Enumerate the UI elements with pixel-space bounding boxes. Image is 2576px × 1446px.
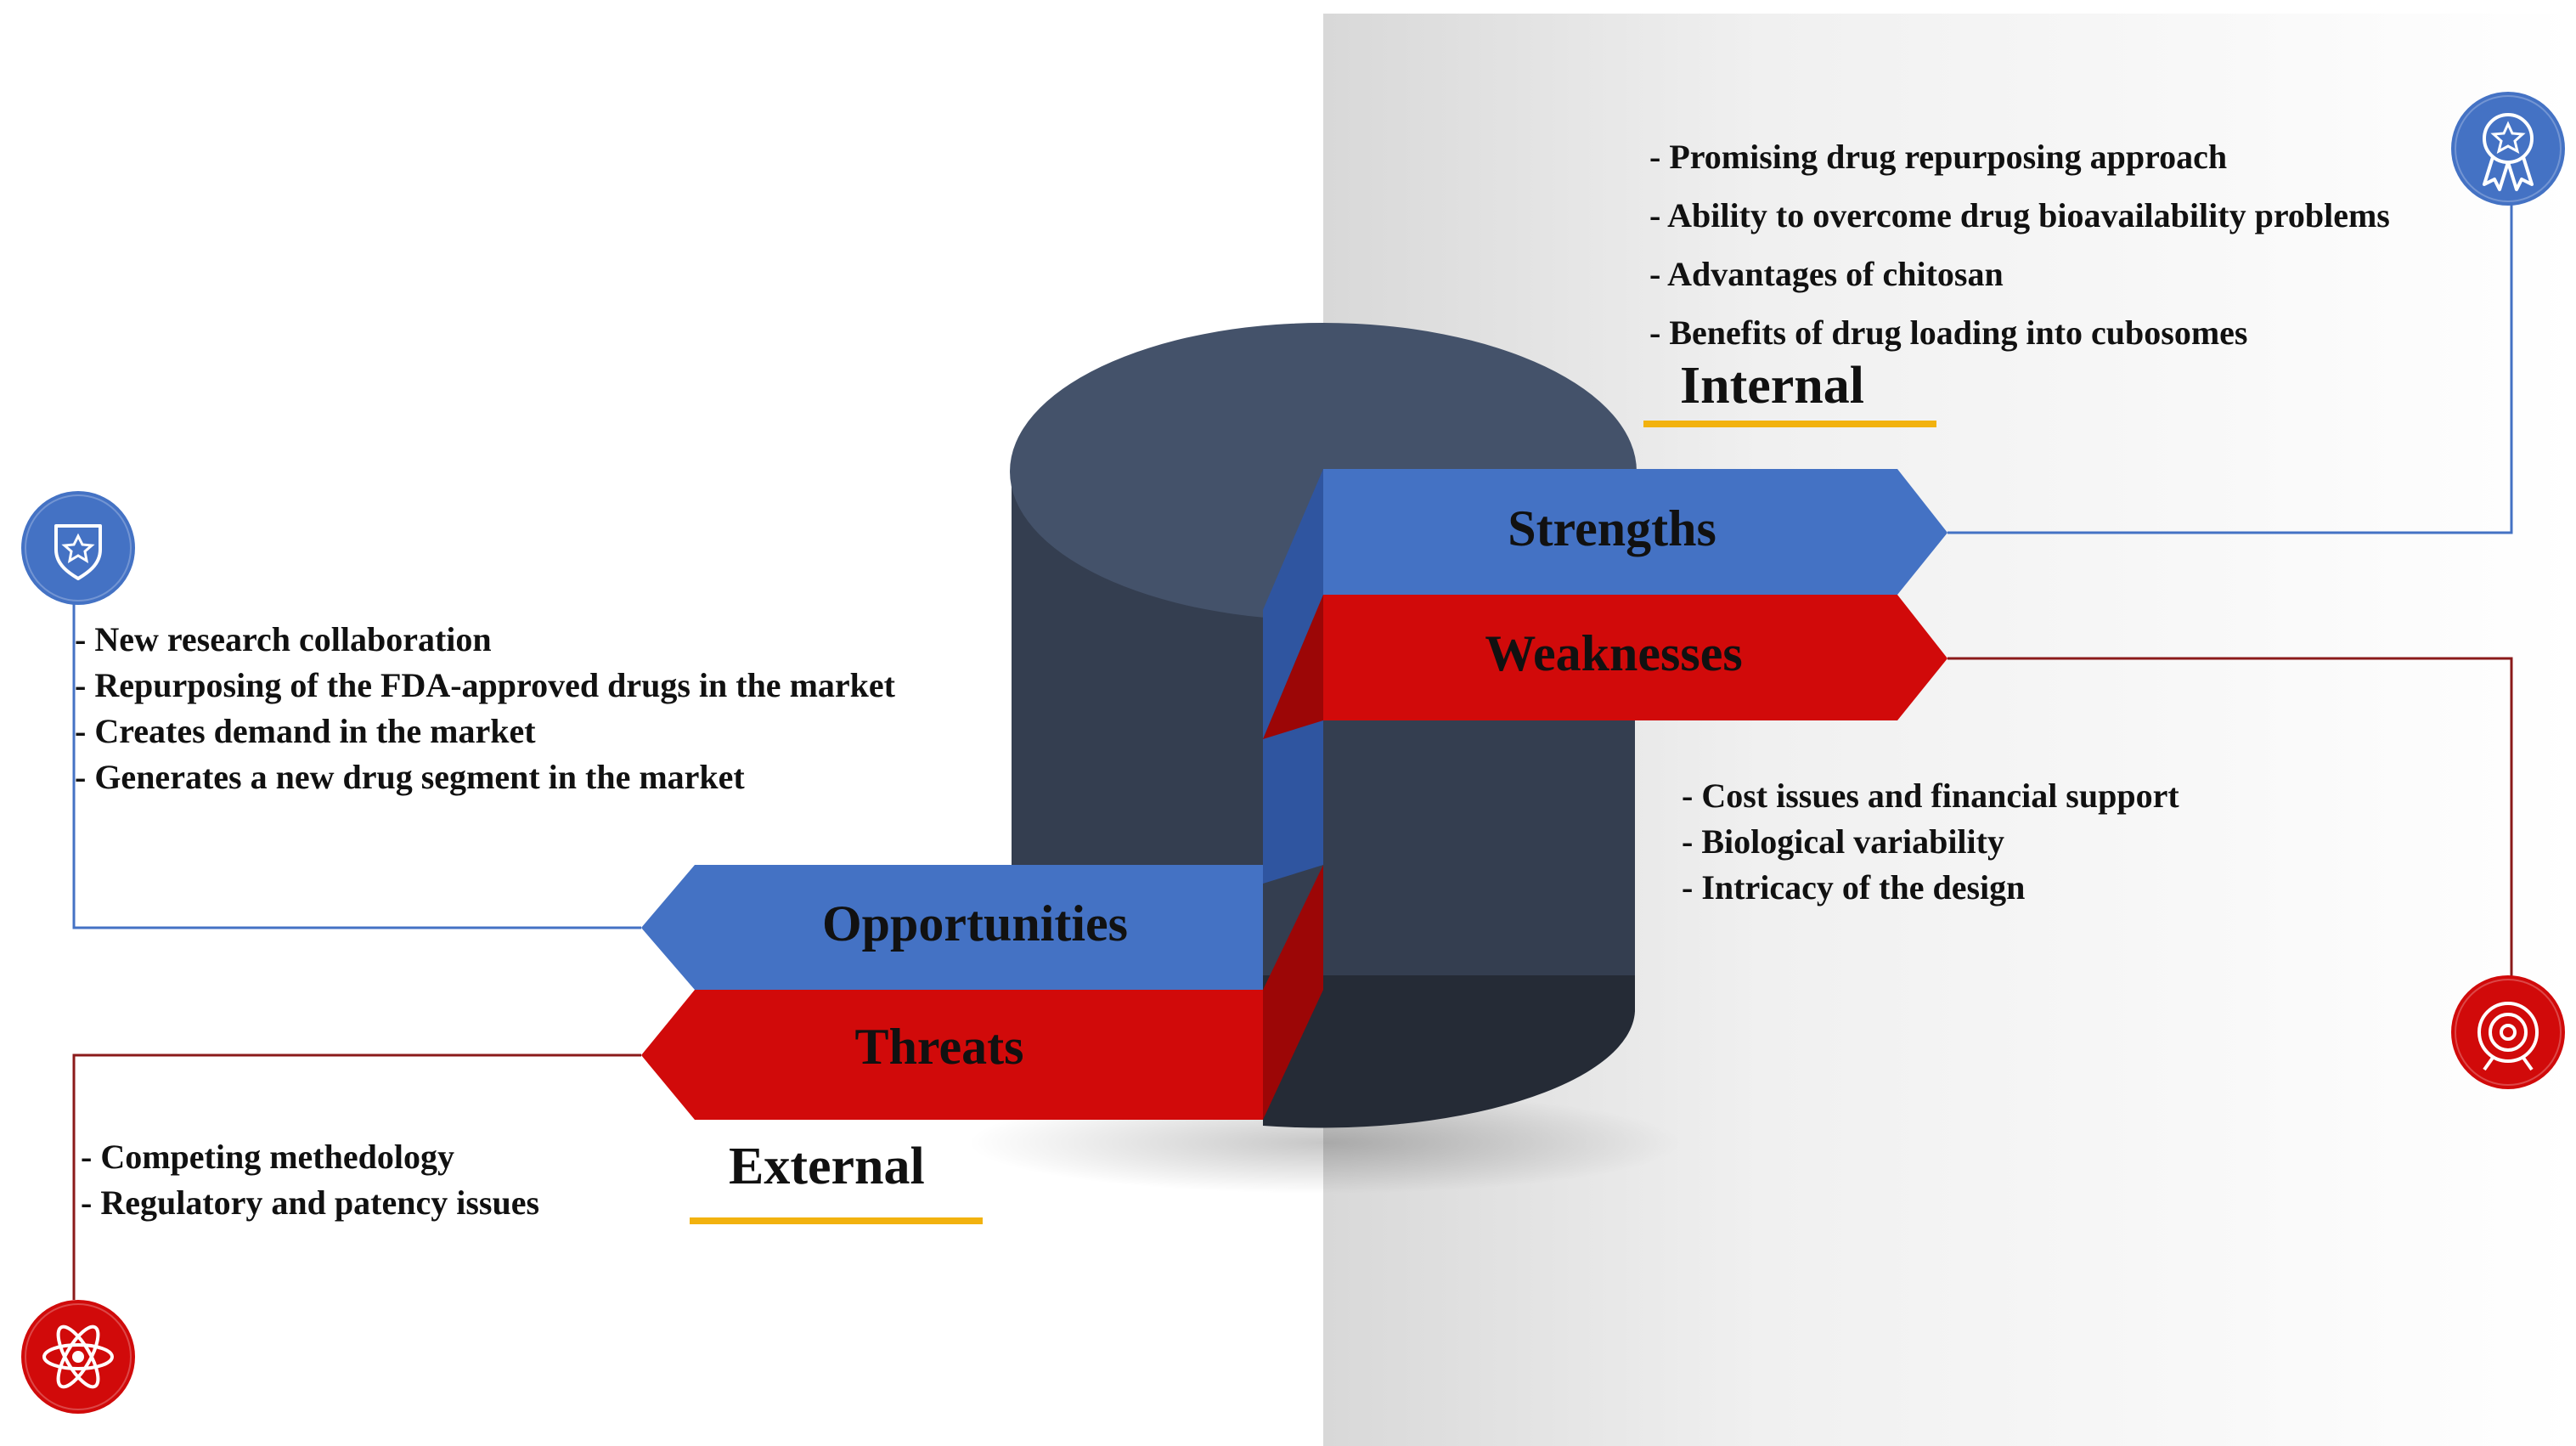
list-item: - Benefits of drug loading into cubosome… xyxy=(1649,313,2248,352)
opportunities-ribbon xyxy=(641,865,1263,990)
threats-list: - Competing methedology - Regulatory and… xyxy=(81,1134,539,1226)
list-item: - Generates a new drug segment in the ma… xyxy=(75,758,745,796)
opportunities-list: - New research collaboration - Repurposi… xyxy=(75,617,895,800)
target-icon xyxy=(2451,975,2565,1089)
shield-star-icon xyxy=(21,491,135,605)
external-title: External xyxy=(729,1138,925,1195)
list-item: - Repurposing of the FDA-approved drugs … xyxy=(75,666,895,704)
weaknesses-label: Weaknesses xyxy=(1485,625,1743,681)
weaknesses-ribbon xyxy=(1323,595,1948,720)
external-underline xyxy=(690,1217,983,1224)
list-item: - Ability to overcome drug bioavailabili… xyxy=(1649,196,2390,234)
strengths-label: Strengths xyxy=(1508,500,1716,556)
internal-underline xyxy=(1643,421,1936,427)
step-side-blue-upper xyxy=(1263,469,1323,739)
opportunities-connector xyxy=(72,590,641,929)
list-item: - Intricacy of the design xyxy=(1682,868,2026,907)
strengths-list: - Promising drug repurposing approach - … xyxy=(1649,127,2390,362)
step-side-blue-lower xyxy=(1263,720,1323,884)
list-item: - Regulatory and patency issues xyxy=(81,1183,540,1222)
internal-title: Internal xyxy=(1680,357,1864,415)
atom-icon xyxy=(21,1300,135,1414)
list-item: - Advantages of chitosan xyxy=(1649,255,2004,293)
strengths-ribbon xyxy=(1323,469,1948,595)
list-item: - Biological variability xyxy=(1682,822,2004,861)
weaknesses-list: - Cost issues and financial support - Bi… xyxy=(1682,773,2179,911)
list-item: - Competing methedology xyxy=(81,1138,454,1176)
strengths-connector xyxy=(1948,195,2513,534)
award-ribbon-icon xyxy=(2451,92,2565,206)
list-item: - New research collaboration xyxy=(75,620,492,658)
threats-label: Threats xyxy=(854,1019,1024,1075)
step-side-red-lower xyxy=(1263,865,1323,1120)
opportunities-label: Opportunities xyxy=(821,895,1129,952)
threats-connector xyxy=(72,1053,641,1300)
threats-ribbon xyxy=(641,990,1263,1120)
weaknesses-connector xyxy=(1948,657,2513,986)
cylinder-bottom-shade xyxy=(1263,975,1635,1128)
list-item: - Cost issues and financial support xyxy=(1682,777,2179,815)
list-item: - Promising drug repurposing approach xyxy=(1649,138,2228,176)
list-item: - Creates demand in the market xyxy=(75,712,536,750)
